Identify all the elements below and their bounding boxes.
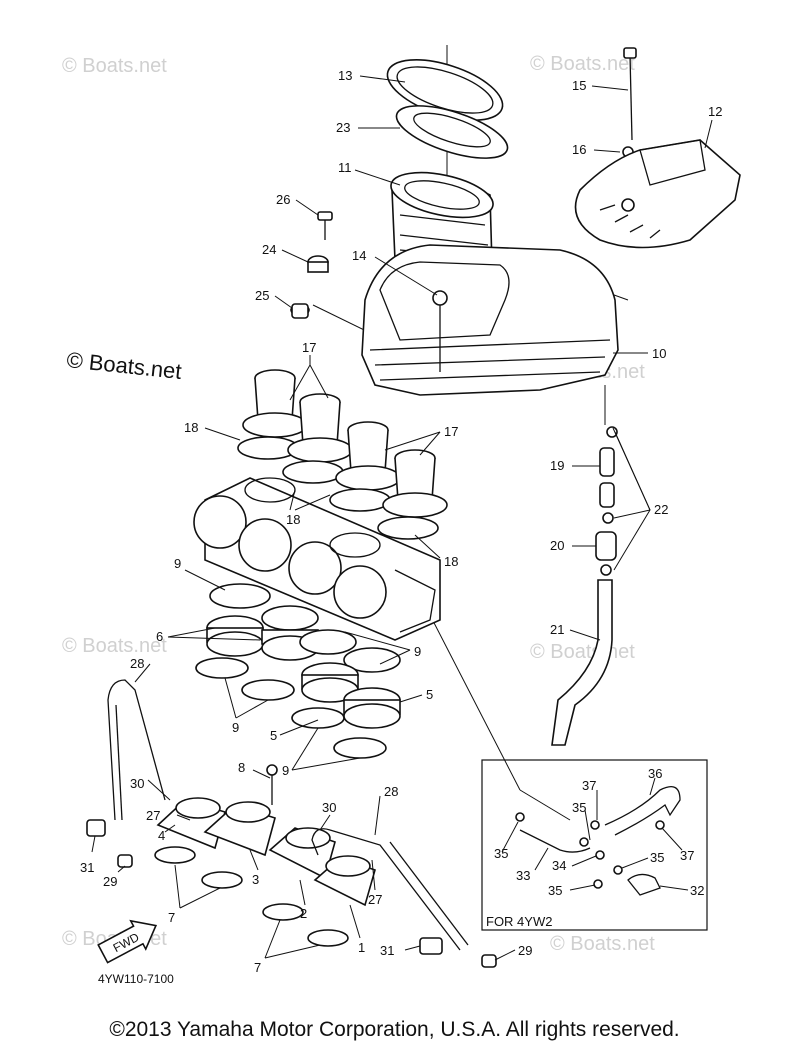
air-filter-cover	[386, 59, 509, 159]
part-label: 20	[550, 538, 564, 553]
part-label: 5	[270, 728, 277, 743]
part-label: 17	[444, 424, 458, 439]
part-label: 18	[286, 512, 300, 527]
part-label: 14	[352, 248, 366, 263]
part-labels: 13 23 15 12 16 11 26 24 14 25 10 17 18 1…	[80, 68, 722, 975]
part-label: 18	[184, 420, 198, 435]
copyright-footer: ©2013 Yamaha Motor Corporation, U.S.A. A…	[0, 1018, 789, 1042]
main-watermark: © Boats.net	[65, 347, 182, 384]
bolt-grommet-collar	[290, 211, 333, 319]
part-label: 11	[338, 160, 352, 175]
part-label: 28	[130, 656, 144, 671]
inset-4yw2: FOR 4YW2	[481, 759, 708, 931]
part-label: 13	[338, 68, 352, 83]
assembly-line	[519, 789, 571, 821]
part-label: 36	[648, 766, 662, 781]
part-label: 19	[550, 458, 564, 473]
part-label: 8	[238, 760, 245, 775]
part-label: 12	[708, 104, 722, 119]
part-label: 5	[426, 687, 433, 702]
intake-manifolds	[156, 764, 376, 907]
part-label: 25	[255, 288, 269, 303]
manifold-seals	[154, 846, 349, 947]
part-label: 2	[300, 906, 307, 921]
part-label: 32	[690, 883, 704, 898]
part-label: 33	[516, 868, 530, 883]
part-label: 16	[572, 142, 586, 157]
watermark: © Boats.net	[62, 55, 167, 77]
part-label: 34	[552, 858, 566, 873]
diagram-code: 4YW110-7100	[98, 972, 174, 986]
part-label: 35	[572, 800, 586, 815]
part-label: 10	[652, 346, 666, 361]
intake-duct	[574, 47, 741, 249]
part-label: 29	[518, 943, 532, 958]
part-label: 1	[358, 940, 365, 955]
part-label: 29	[103, 874, 117, 889]
part-label: 24	[262, 242, 276, 257]
assembly-line	[429, 614, 521, 791]
part-label: 7	[254, 960, 261, 975]
part-label: 18	[444, 554, 458, 569]
part-label: 26	[276, 192, 290, 207]
part-label: 7	[168, 910, 175, 925]
carburetor-bank	[193, 477, 441, 641]
inset-label: FOR 4YW2	[486, 914, 552, 929]
part-label: 35	[650, 850, 664, 865]
watermark: © Boats.net	[530, 641, 635, 663]
part-label: 31	[80, 860, 94, 875]
part-label: 27	[368, 892, 382, 907]
breather-hoses	[86, 679, 497, 968]
part-label: 9	[282, 763, 289, 778]
watermark: © Boats.net	[530, 53, 635, 75]
part-label: 27	[146, 808, 160, 823]
part-label: 35	[548, 883, 562, 898]
air-box-case	[361, 244, 619, 396]
part-label: 37	[582, 778, 596, 793]
part-label: 31	[380, 943, 394, 958]
part-label: 22	[654, 502, 668, 517]
part-label: 21	[550, 622, 564, 637]
part-label: 4	[158, 828, 165, 843]
fuel-filter-hose	[551, 426, 618, 746]
watermark: © Boats.net	[550, 933, 655, 955]
part-label: 9	[414, 644, 421, 659]
watermark: © Boats.net	[62, 635, 167, 657]
part-label: 17	[302, 340, 316, 355]
part-label: 37	[680, 848, 694, 863]
part-label: 23	[336, 120, 350, 135]
intake-funnels	[237, 369, 448, 540]
part-label: 30	[322, 800, 336, 815]
part-label: 30	[130, 776, 144, 791]
part-label: 15	[572, 78, 586, 93]
part-label: 6	[156, 629, 163, 644]
part-label: 9	[174, 556, 181, 571]
part-label: 35	[494, 846, 508, 861]
copyright-text: ©2013 Yamaha Motor Corporation, U.S.A. A…	[109, 1018, 680, 1041]
part-label: 3	[252, 872, 259, 887]
leader-lines	[91, 75, 713, 961]
part-label: 9	[232, 720, 239, 735]
part-label: 28	[384, 784, 398, 799]
carburetor-joints	[195, 583, 401, 759]
